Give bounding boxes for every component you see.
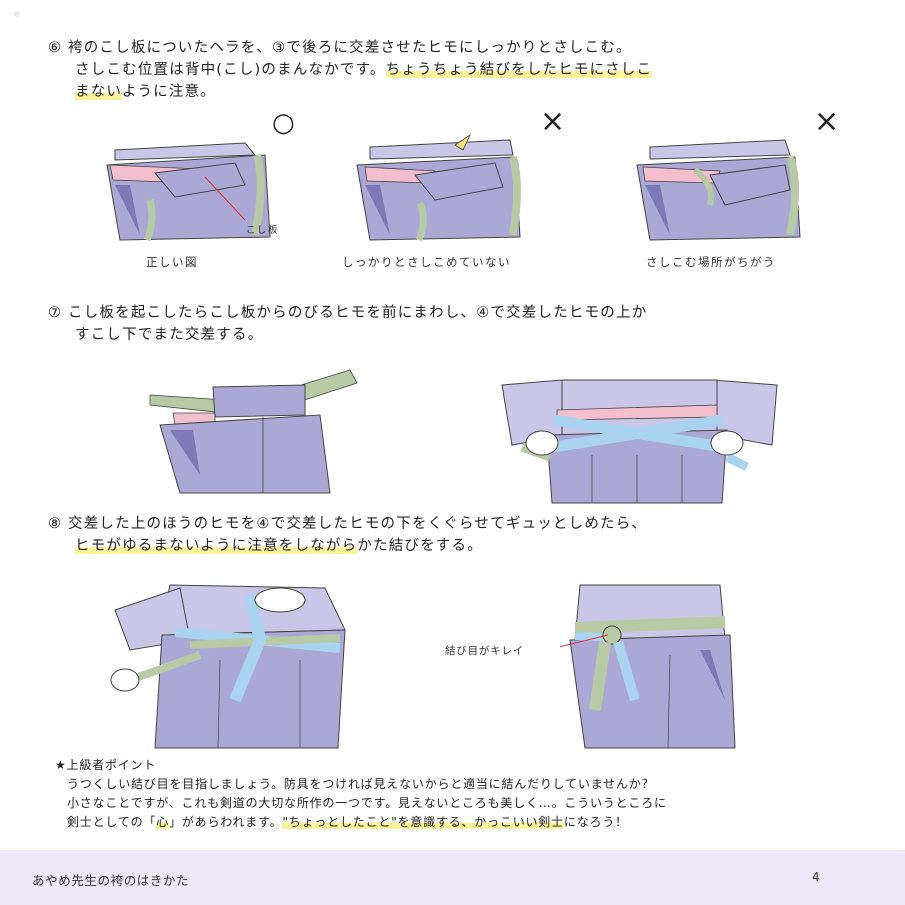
- figure-step7-front: [501, 379, 778, 504]
- tip-line3-b: 」があらわれます。: [169, 815, 283, 829]
- step-6-number: ⑥: [48, 40, 63, 56]
- wrong-mark-1: ×: [540, 104, 566, 139]
- tip-line3-c: になろう！: [563, 815, 628, 829]
- tip-line3-highlight-1: 心: [156, 815, 170, 829]
- step-7-number: ⑦: [48, 305, 63, 321]
- figure-step8-knot: [560, 584, 736, 749]
- step-8-number: ⑧: [48, 516, 63, 532]
- flower-icon: [4, 1, 30, 25]
- step-8-highlight: ヒモがゆるまないように注意をしながら: [75, 538, 358, 554]
- figure-step7-back: [149, 369, 358, 494]
- step-8-line1: 交差した上のほうのヒモを④で交差したヒモの下をくぐらせてギュッとしめたら、: [68, 516, 648, 532]
- figure-wrong-1: [356, 133, 521, 242]
- wrong-mark-2: ×: [814, 104, 840, 139]
- caption-correct: 正しい図: [146, 255, 198, 269]
- step-8-line2: かた結びをする。: [357, 538, 483, 554]
- step-8: ⑧ 交差した上のほうのヒモを④で交差したヒモの下をくぐらせてギュッとしめたら、 …: [48, 513, 647, 557]
- caption-wrong-1: しっかりとさしこめていない: [342, 255, 511, 269]
- step-6-highlight-b: まない: [75, 84, 122, 100]
- page-number: 4: [812, 870, 820, 884]
- step-7-line1: こし板を起こしたらこし板からのびるヒモを前にまわし、④で交差したヒモの上か: [68, 305, 648, 321]
- step-7: ⑦ こし板を起こしたらこし板からのびるヒモを前にまわし、④で交差したヒモの上か …: [48, 302, 647, 346]
- step-6-line3: ように注意。: [121, 84, 217, 100]
- step-7-line2: すこし下でまた交差する。: [75, 327, 264, 343]
- step-6-highlight-a: ちょうちょう結びをしたヒモにさしこ: [385, 62, 653, 78]
- tip-line2: 小さなことですが、これも剣道の大切な所作の一つです。見えないところも美しく…。こ…: [67, 796, 667, 810]
- correct-mark: ○: [272, 108, 295, 138]
- advanced-tip: ★上級者ポイント うつくしい結び目を目指しましょう。防具をつければ見えないからと…: [55, 756, 667, 832]
- step-6-line1: 袴のこし板についたヘラを、③で後ろに交差させたヒモにしっかりとさしこむ。: [68, 40, 632, 56]
- footer-title: あやめ先生の袴のはきかた: [32, 873, 190, 888]
- caption-wrong-2: さしこむ場所がちがう: [646, 255, 776, 269]
- tip-line3-highlight-2: "ちょっとしたこと"を意識する、かっこいい剣士: [282, 815, 564, 829]
- figure-wrong-2: [636, 139, 801, 241]
- step-6: ⑥ 袴のこし板についたヘラを、③で後ろに交差させたヒモにしっかりとさしこむ。 さ…: [48, 37, 653, 103]
- tip-heading: ★上級者ポイント: [55, 758, 157, 772]
- koshiita-label: こし板: [246, 225, 280, 236]
- figure-step8-tie: [110, 584, 346, 749]
- figure-correct: [106, 142, 271, 242]
- tip-line1: うつくしい結び目を目指しましょう。防具をつければ見えないからと適当に結んだりして…: [67, 777, 655, 791]
- tip-line3-a: 剣士としての「: [67, 815, 157, 829]
- step-6-line2: さしこむ位置は背中(こし)のまんなかです。: [75, 62, 386, 78]
- knot-label: 結び目がキレイ: [445, 645, 525, 657]
- footer: あやめ先生の袴のはきかた 4: [0, 850, 905, 905]
